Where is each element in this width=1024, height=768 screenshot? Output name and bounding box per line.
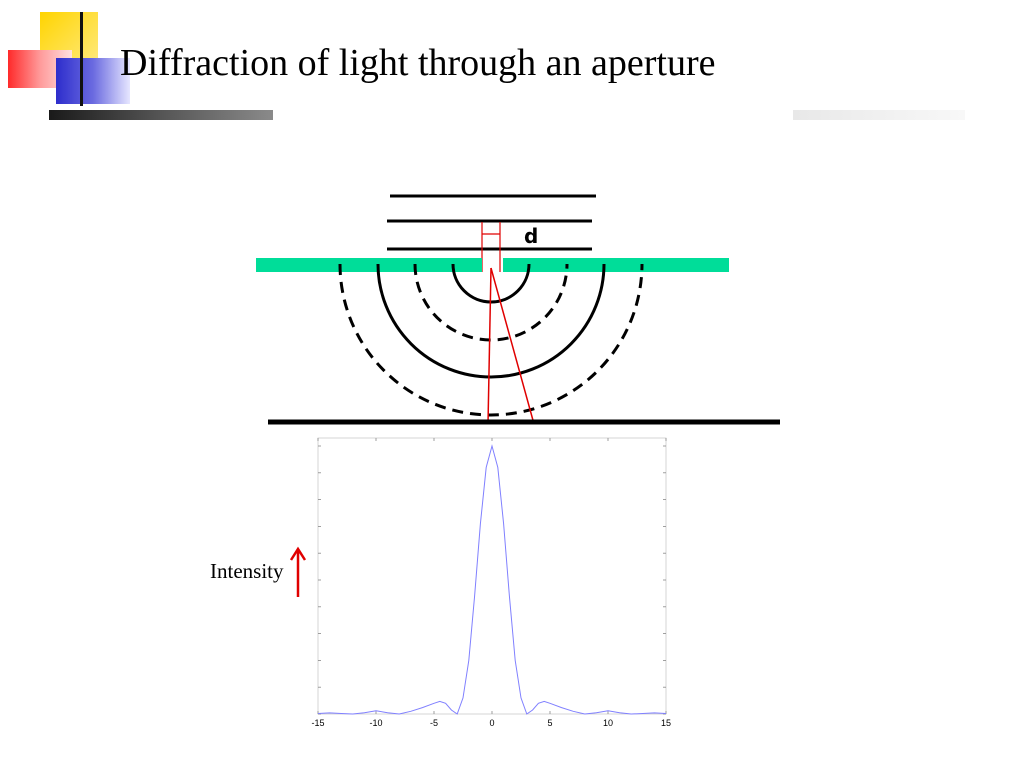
- aperture-label: d: [524, 224, 538, 248]
- y-ticks: [318, 445, 666, 715]
- title-underline: [49, 110, 273, 120]
- ray-center: [487, 267, 492, 425]
- ray-angled: [490, 267, 535, 425]
- logo-blue-square: [56, 58, 130, 104]
- plot-frame: [317, 437, 667, 715]
- intensity-plot: -15 -10 -5 0 5 10 15: [311, 437, 671, 728]
- intensity-label: Intensity: [210, 559, 284, 583]
- logo-vertical-line: [80, 12, 83, 106]
- x-tick-label: 15: [661, 718, 671, 728]
- x-tick-label: -10: [369, 718, 382, 728]
- diffracted-wave-3: [376, 263, 606, 379]
- slide-title: Diffraction of light through an aperture: [120, 42, 716, 84]
- logo-decoration: [0, 0, 140, 120]
- barrier-right: [503, 258, 729, 272]
- x-tick-label: 0: [489, 718, 494, 728]
- x-tick-label: -15: [311, 718, 324, 728]
- intensity-arrow: [289, 546, 307, 597]
- geometry-rays: [487, 267, 535, 425]
- x-tick-label: 5: [547, 718, 552, 728]
- diffracted-wave-4: [338, 263, 644, 417]
- title-underline-faded: [793, 110, 965, 120]
- barrier-left: [256, 258, 482, 272]
- intensity-curve: [317, 444, 667, 715]
- x-ticks: -15 -10 -5 0 5 10 15: [311, 438, 671, 728]
- incoming-wavefronts: [387, 194, 596, 251]
- aperture-width-marker: [481, 222, 501, 272]
- x-tick-label: -5: [430, 718, 438, 728]
- x-tick-label: 10: [603, 718, 613, 728]
- diffracted-wave-2: [413, 263, 569, 342]
